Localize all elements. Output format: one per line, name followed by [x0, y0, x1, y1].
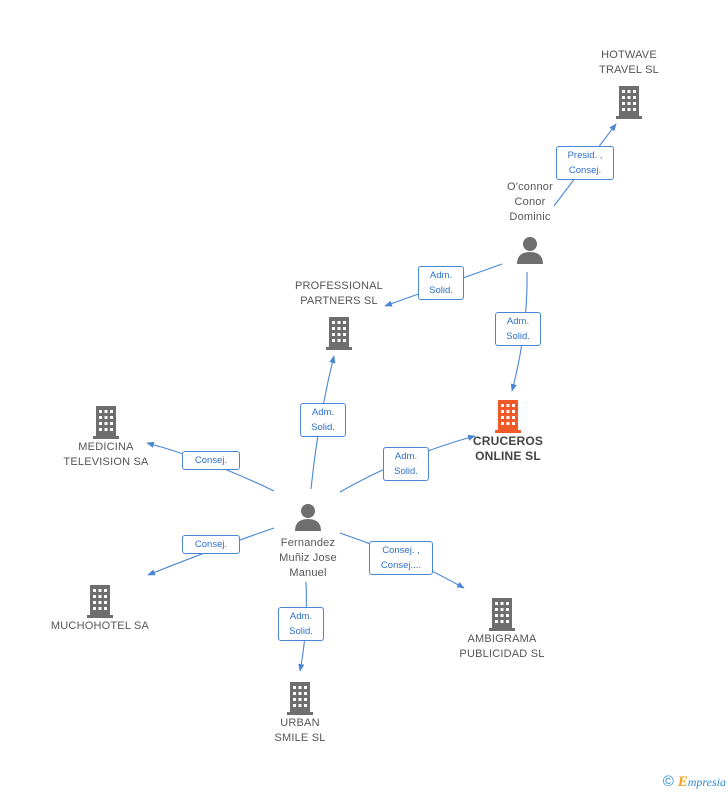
brand-logo-letter: E — [677, 774, 688, 790]
edge-label-consej[interactable]: Consej. — [182, 535, 240, 554]
copyright-footer: ©Empresia — [663, 773, 726, 791]
node-label: O'connor Conor Dominic — [507, 181, 553, 223]
node-urban-smile[interactable]: URBAN SMILE SL — [258, 680, 342, 746]
building-icon — [326, 317, 352, 350]
edge-label-adm-solid[interactable]: Adm. Solid. — [278, 607, 324, 641]
building-icon — [495, 400, 521, 433]
edge-label-adm-solid[interactable]: Adm. Solid. — [300, 403, 346, 437]
node-oconnor-conor-dominic[interactable]: O'connor Conor Dominic — [488, 180, 572, 265]
edge-label-adm-solid[interactable]: Adm. Solid. — [418, 266, 464, 300]
copyright-icon: © — [662, 773, 674, 790]
node-label: MUCHOHOTEL SA — [50, 620, 150, 632]
edge-label-adm-solid[interactable]: Adm. Solid. — [383, 447, 429, 481]
node-label: URBAN SMILE SL — [274, 717, 326, 744]
node-hotwave-travel[interactable]: HOTWAVE TRAVEL SL — [583, 48, 675, 120]
person-icon — [517, 237, 543, 264]
node-ambigrama-publicidad[interactable]: AMBIGRAMA PUBLICIDAD SL — [452, 596, 552, 662]
edge-label-consej[interactable]: Consej. — [182, 451, 240, 470]
node-label: AMBIGRAMA PUBLICIDAD SL — [459, 633, 545, 660]
node-label: PROFESSIONAL PARTNERS SL — [295, 280, 383, 307]
building-icon — [287, 682, 313, 715]
edge-label-adm-solid[interactable]: Adm. Solid. — [495, 312, 541, 346]
edge-label-presid-consej[interactable]: Presid. , Consej. — [556, 146, 614, 180]
building-icon — [87, 585, 113, 618]
edge-label-consej-consej[interactable]: Consej. , Consej.... — [369, 541, 433, 575]
node-label: CRUCEROS ONLINE SL — [472, 434, 544, 463]
building-icon — [616, 86, 642, 119]
node-cruceros-online[interactable]: CRUCEROS ONLINE SL — [462, 398, 554, 464]
node-fernandez-muniz[interactable]: Fernandez Muñiz Jose Manuel — [263, 502, 353, 581]
node-muchohotel[interactable]: MUCHOHOTEL SA — [46, 583, 154, 634]
node-label: Fernandez Muñiz Jose Manuel — [279, 537, 337, 579]
node-label: HOTWAVE TRAVEL SL — [599, 49, 659, 76]
node-label: MEDICINA TELEVISION SA — [63, 441, 149, 468]
node-professional-partners[interactable]: PROFESSIONAL PARTNERS SL — [287, 279, 391, 351]
building-icon — [93, 406, 119, 439]
building-icon — [489, 598, 515, 631]
person-icon — [295, 504, 321, 531]
node-medicina-television[interactable]: MEDICINA TELEVISION SA — [56, 404, 156, 470]
brand-logo-text: mpresia — [687, 775, 726, 789]
